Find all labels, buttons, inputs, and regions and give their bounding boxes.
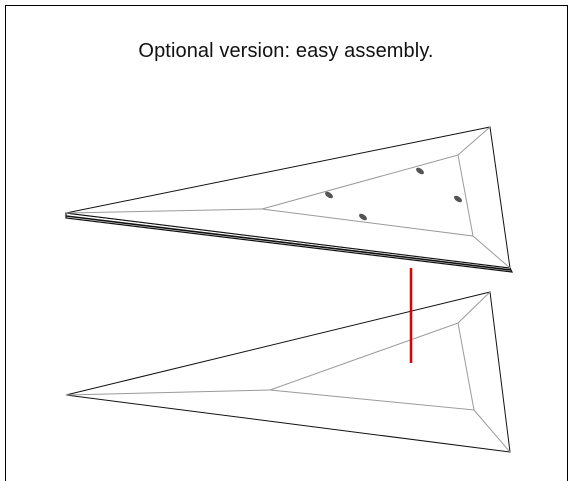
top-plate-face: [65, 126, 511, 269]
top-plate: [65, 126, 514, 273]
bottom-plate-face: [65, 291, 511, 453]
peg: [359, 213, 367, 221]
top-plate-bevel: [261, 154, 474, 237]
diagram-caption: Optional version: easy assembly.: [138, 40, 434, 62]
peg: [325, 191, 333, 199]
bottom-plate-bevel: [269, 322, 475, 411]
bottom-plate: [65, 291, 511, 453]
peg: [454, 195, 462, 203]
peg: [416, 167, 424, 175]
